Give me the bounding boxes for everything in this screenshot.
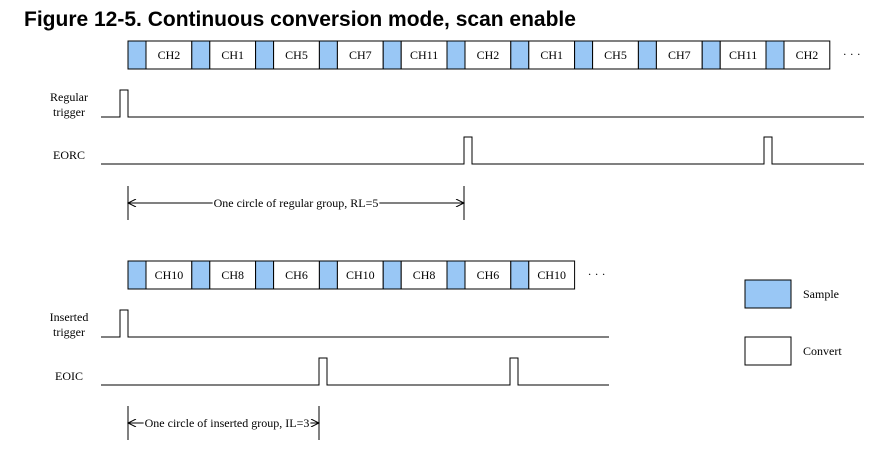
regular-sample-box [255, 40, 275, 70]
inserted-channel-label: CH8 [221, 268, 244, 282]
regular-trigger-label: trigger [53, 105, 85, 119]
regular-convert-box [400, 40, 448, 70]
regular-channel-label: CH2 [158, 48, 181, 62]
inserted-channel-label: CH6 [285, 268, 308, 282]
inserted-channel-label: CH10 [537, 268, 566, 282]
regular-channel-label: CH2 [477, 48, 500, 62]
regular-sample-box [318, 40, 338, 70]
legend-sample-label: Sample [803, 287, 839, 301]
inserted-sample-box [510, 260, 530, 290]
inserted-sample-box [382, 260, 402, 290]
regular-convert-box [209, 40, 257, 70]
regular-sample-box [191, 40, 211, 70]
regular-channel-label: CH7 [349, 48, 372, 62]
inserted-channel-label: CH10 [155, 268, 184, 282]
regular-sample-box [127, 40, 147, 70]
regular-channel-label: CH2 [796, 48, 819, 62]
regular-convert-box [719, 40, 767, 70]
regular-sample-box [446, 40, 466, 70]
legend-convert-swatch [744, 336, 792, 366]
regular-channel-label: CH5 [604, 48, 627, 62]
regular-ellipsis: · · · [843, 47, 861, 61]
inserted-convert-box [336, 260, 384, 290]
inserted-convert-box [528, 260, 576, 290]
regular-convert-box [528, 40, 576, 70]
regular-group: CH2 CH1 CH5 CH7 CH11 CH2 CH1 CH5 CH7 CH11 CH2 · · ·… [50, 40, 864, 220]
inserted-sample-box [255, 260, 275, 290]
inserted-trigger-label: trigger [53, 325, 85, 339]
regular-channel-label: CH5 [285, 48, 308, 62]
inserted-circle-label: One circle of inserted group, IL=3 [145, 416, 310, 430]
regular-channel-label: CH1 [221, 48, 244, 62]
regular-convert-box [592, 40, 639, 70]
legend-sample-swatch [744, 279, 792, 309]
regular-sample-box [510, 40, 530, 70]
regular-convert-box [655, 40, 703, 70]
figure-title: Figure 12-5. Continuous conversion mode,… [24, 8, 576, 31]
regular-convert-box [464, 40, 512, 70]
regular-channel-label: CH11 [410, 48, 438, 62]
inserted-trigger-waveform [101, 309, 609, 338]
inserted-channel-label: CH10 [346, 268, 375, 282]
regular-channel-label: CH11 [729, 48, 757, 62]
inserted-sample-box [191, 260, 211, 290]
regular-sample-box [382, 40, 402, 70]
inserted-sample-box [318, 260, 338, 290]
inserted-channel-label: CH6 [477, 268, 500, 282]
regular-trigger-waveform [101, 89, 864, 118]
regular-channel-label: CH7 [668, 48, 691, 62]
regular-circle-label-bg [212, 201, 380, 205]
regular-eoc-label: EORC [53, 148, 85, 162]
regular-circle-label: One circle of regular group, RL=5 [214, 196, 379, 210]
regular-channel-label: CH1 [540, 48, 563, 62]
inserted-eoc-waveform [101, 357, 609, 386]
inserted-group: CH10 CH8 CH6 CH10 CH8 CH6 CH10 · · · Insertedtri… [50, 260, 609, 440]
legend-convert-label: Convert [803, 344, 842, 358]
inserted-trigger-label: Inserted [50, 310, 89, 324]
inserted-sample-box [127, 260, 147, 290]
regular-eoc-waveform [101, 136, 864, 165]
regular-trigger-label: Regular [50, 90, 88, 104]
inserted-circle-label-bg [143, 421, 311, 425]
inserted-convert-box [400, 260, 448, 290]
inserted-sample-box [446, 260, 466, 290]
inserted-channel-label: CH8 [413, 268, 436, 282]
inserted-convert-box [209, 260, 257, 290]
regular-sample-box [765, 40, 785, 70]
regular-sample-box [574, 40, 594, 70]
regular-sample-box [637, 40, 657, 70]
inserted-eoc-label: EOIC [55, 369, 83, 383]
inserted-ellipsis: · · · [588, 267, 606, 281]
regular-sample-box [701, 40, 721, 70]
regular-convert-box [783, 40, 831, 70]
